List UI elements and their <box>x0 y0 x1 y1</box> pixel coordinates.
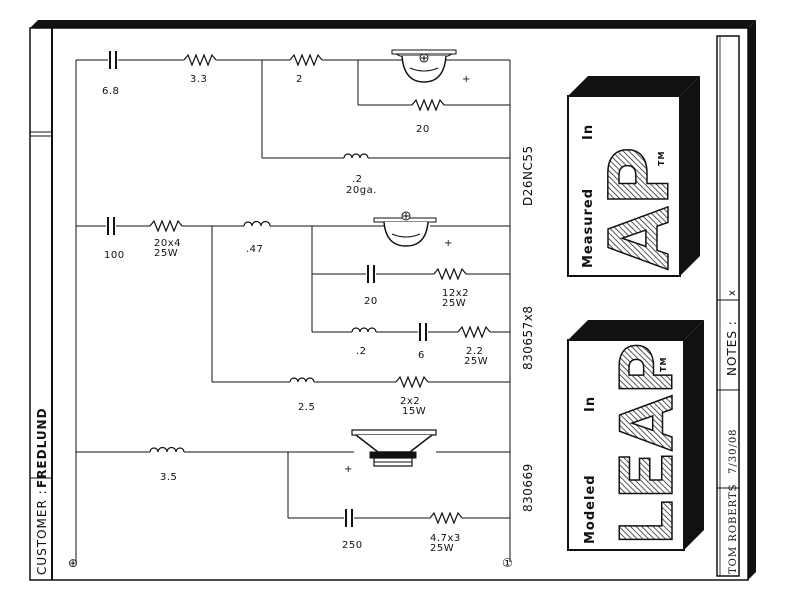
notes-value: x <box>727 290 738 296</box>
mid-polarity: + <box>444 238 453 249</box>
leap-mark: LEAP <box>605 342 689 546</box>
customer-name: FREDLUND <box>35 407 49 488</box>
l4-value: 2.5 <box>298 402 315 413</box>
inductor-l4 <box>289 377 315 383</box>
notes-label: NOTES : <box>725 320 739 376</box>
measured-line1: Measured <box>581 188 596 268</box>
c1-value: 6.8 <box>102 86 119 97</box>
woofer-model: 830669 <box>521 463 535 512</box>
r8-value: 4.7x3 <box>430 533 461 544</box>
inductor-l2 <box>243 220 271 227</box>
resistor-r5 <box>433 267 467 281</box>
capacitor-c4 <box>419 323 427 341</box>
negative-terminal-icon: ① <box>502 556 513 570</box>
woofer-labels: 3.5 + 250 4.7x3 25W <box>160 464 461 554</box>
l5-value: 3.5 <box>160 472 177 483</box>
resistor-r2 <box>289 53 323 67</box>
woofer-polarity: + <box>344 464 353 475</box>
date-text: 7/30/08 <box>728 428 739 474</box>
r8-watt: 25W <box>430 543 454 554</box>
circuit-wires <box>75 59 511 562</box>
r5-value: 12x2 <box>442 288 469 299</box>
r6-watt: 25W <box>464 356 488 367</box>
c5-value: 250 <box>342 540 363 551</box>
capacitor-c2 <box>107 217 115 235</box>
capacitor-c3 <box>367 265 375 283</box>
mid-labels: 100 20x4 25W .47 + 20 12x2 25W .2 6 2.2 … <box>104 238 488 417</box>
mid-speaker-icon <box>373 211 437 247</box>
designer-name: TOM ROBERTS <box>728 483 739 574</box>
r4-value: 20x4 <box>154 238 181 249</box>
modeled-line2: In <box>583 396 598 412</box>
resistor-r3 <box>411 98 445 112</box>
measured-in-ap-logo: Measured In AP TM <box>567 76 700 277</box>
leap-tm: TM <box>659 357 668 372</box>
l1-value: .2 <box>352 174 363 185</box>
capacitor-c5 <box>345 509 353 527</box>
inductor-l5 <box>149 446 185 453</box>
inductor-l1 <box>343 153 369 159</box>
resistor-r7 <box>395 375 429 389</box>
measured-line2: In <box>581 124 596 140</box>
left-strip: CUSTOMER : FREDLUND <box>30 28 53 580</box>
customer-label: CUSTOMER : <box>35 489 49 575</box>
tweeter-model: D26NC55 <box>521 145 535 206</box>
tweeter-polarity: + <box>462 74 471 85</box>
tweeter-labels: 6.8 3.3 2 + 20 .2 20ga. <box>102 74 471 196</box>
resistor-r4 <box>149 219 183 233</box>
l3-value: .2 <box>356 346 367 357</box>
r2-value: 2 <box>296 74 303 85</box>
modeled-line1: Modeled <box>583 474 598 544</box>
ap-mark: AP <box>593 146 688 270</box>
positive-terminal-icon: ⊕ <box>68 556 79 570</box>
modeled-in-leap-logo: Modeled In LEAP TM <box>567 320 704 551</box>
l2-value: .47 <box>246 244 263 255</box>
woofer-speaker-icon <box>351 429 437 467</box>
r1-value: 3.3 <box>190 74 207 85</box>
r3-value: 20 <box>416 124 430 135</box>
r4-watt: 25W <box>154 248 178 259</box>
resistor-r8 <box>429 511 463 525</box>
c2-value: 100 <box>104 250 125 261</box>
r7-value: 2x2 <box>400 396 420 407</box>
r5-watt: 25W <box>442 298 466 309</box>
resistor-r6 <box>457 325 491 339</box>
mid-model: 830657x8 <box>521 305 535 370</box>
capacitor-c1 <box>109 51 117 69</box>
tweeter-speaker-icon <box>391 49 457 83</box>
inductor-l3 <box>351 327 377 333</box>
r7-watt: 15W <box>402 406 426 417</box>
resistor-r1 <box>183 53 217 67</box>
ap-tm: TM <box>657 151 666 166</box>
right-strip: TOM ROBERTS 7/30/08 NOTES : x <box>716 35 740 577</box>
r6-value: 2.2 <box>466 346 483 357</box>
l1-gauge: 20ga. <box>346 185 377 196</box>
c3-value: 20 <box>364 296 378 307</box>
c4-value: 6 <box>418 350 425 361</box>
